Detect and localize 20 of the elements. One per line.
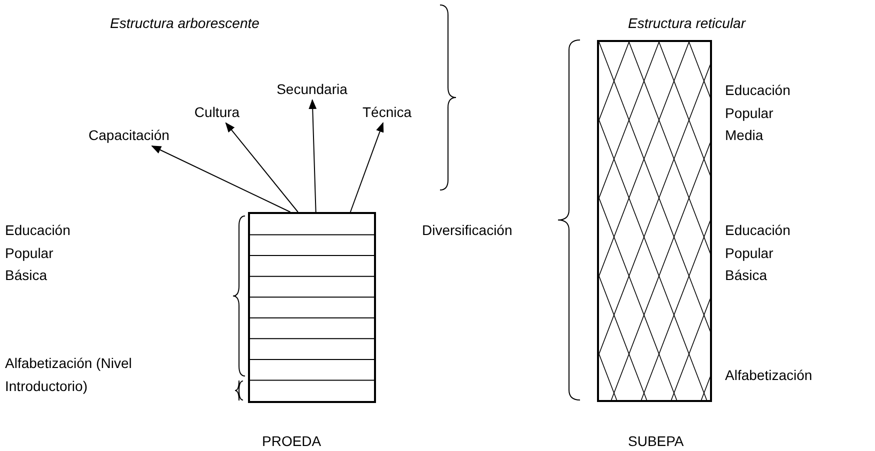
arrow	[225, 122, 298, 212]
arrow	[308, 99, 317, 212]
arrow	[151, 146, 291, 212]
level-label: Educación Popular Básica	[725, 221, 792, 285]
category-label: Cultura	[188, 101, 246, 123]
heading-text: Estructura reticular	[628, 14, 746, 33]
lattice-block	[597, 40, 712, 402]
level-label: Educación Popular Básica	[5, 221, 72, 285]
level-label: Alfabetización	[725, 366, 812, 385]
category-label: Capacitación	[75, 124, 183, 146]
arrow	[350, 122, 384, 212]
category-label: Secundaria	[267, 78, 357, 100]
caption-text: SUBEPA	[628, 432, 684, 451]
caption-text: PROEDA	[262, 432, 322, 451]
level-label: Educación Popular Media	[725, 81, 792, 145]
striped-block	[248, 212, 376, 403]
level-label: Alfabetización (Nivel Introductorio)	[5, 354, 133, 396]
level-label: Diversificación	[422, 221, 512, 240]
heading-text: Estructura arborescente	[110, 14, 260, 33]
category-label: Técnica	[358, 101, 416, 123]
